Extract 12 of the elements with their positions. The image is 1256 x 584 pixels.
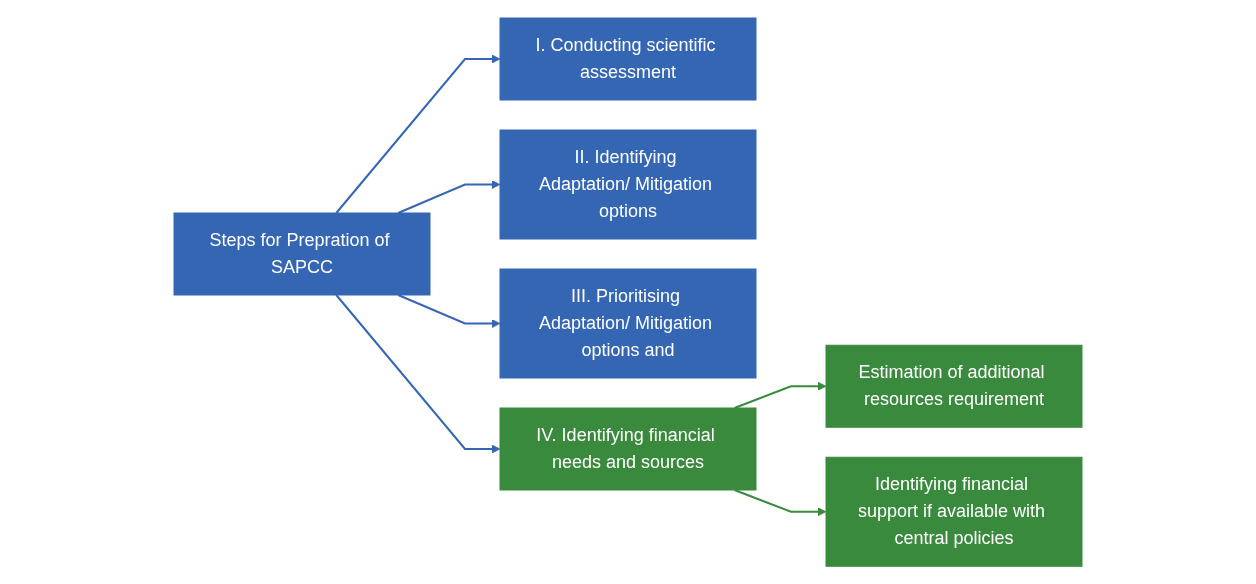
- arrow: [397, 293, 501, 328]
- arrow: [335, 293, 501, 454]
- arrow: [335, 54, 501, 214]
- node-box: II. Identifying Adaptation/ Mitigation options: [499, 129, 757, 240]
- node-box: I. Conducting scientific assessment: [499, 17, 757, 101]
- node-box: IV. Identifying financial needs and sources: [499, 407, 757, 491]
- arrow: [733, 488, 827, 517]
- arrow: [397, 180, 501, 214]
- node-box: Identifying financial support if available with central policies: [825, 456, 1083, 567]
- node-box: III. Prioritising Adaptation/ Mitigation options and: [499, 268, 757, 379]
- node-box: Steps for Prepration of SAPCC: [173, 212, 431, 296]
- node-box: Estimation of additional resources requirement: [825, 344, 1083, 428]
